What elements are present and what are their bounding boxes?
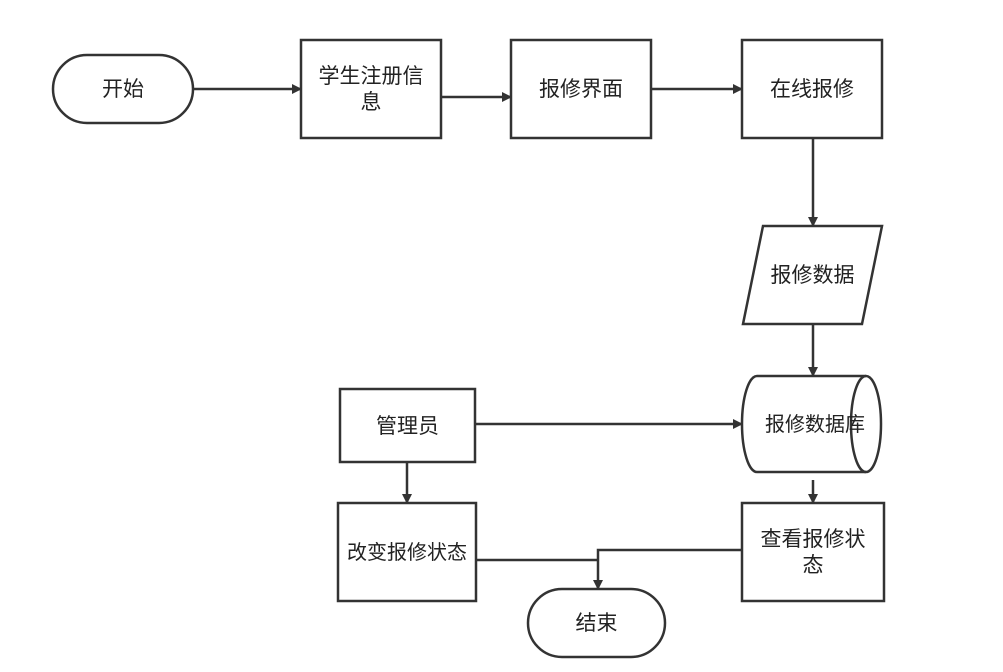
- start-terminator-shape: [51, 53, 195, 125]
- admin-process-shape: [338, 387, 477, 464]
- repair-ui-process-shape: [509, 38, 653, 140]
- online-repair-process-shape: [740, 38, 884, 140]
- end-terminator-shape: [526, 587, 667, 659]
- register-process-shape: [299, 38, 443, 140]
- view-status-process-shape: [740, 501, 886, 603]
- repair-data-parallelogram-shape: [741, 224, 884, 326]
- arrow-view-status-to-end: [593, 548, 742, 590]
- repair-db-cylinder-shape: [740, 374, 883, 474]
- change-status-process-shape: [336, 501, 478, 603]
